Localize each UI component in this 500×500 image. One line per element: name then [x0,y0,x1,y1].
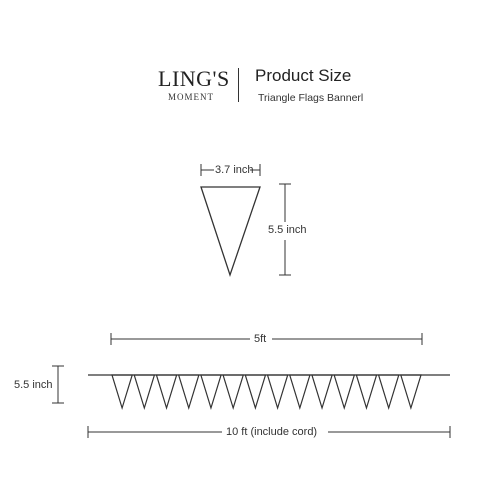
banner-flag [288,374,311,411]
page-title: Product Size [255,66,352,85]
banner-flag [399,374,422,411]
single-flag [200,186,261,278]
span-label: 5ft [254,333,267,345]
banner-flag [377,374,400,411]
total-length-label: 10 ft (include cord) [226,426,318,438]
banner-flag [155,374,178,411]
header-divider [238,68,239,102]
banner-flag [200,374,222,411]
banner-flag [222,374,245,411]
brand-logo-line1: LING'S [158,66,230,91]
flag-width-label: 3.7 inch [215,164,254,176]
banner-flag [133,374,156,411]
banner-flag [355,374,378,411]
banner-flag [111,374,134,411]
brand-logo-line2: MOMENT [168,92,214,102]
banner-flag [177,374,200,411]
banner-flag [311,374,333,411]
banner-flag [266,374,289,411]
banner-flag [333,374,356,411]
page-subtitle: Triangle Flags Bannerl [258,92,364,104]
banner-height-label: 5.5 inch [14,379,53,391]
banner-flag [244,374,267,411]
flag-height-label: 5.5 inch [268,224,307,236]
